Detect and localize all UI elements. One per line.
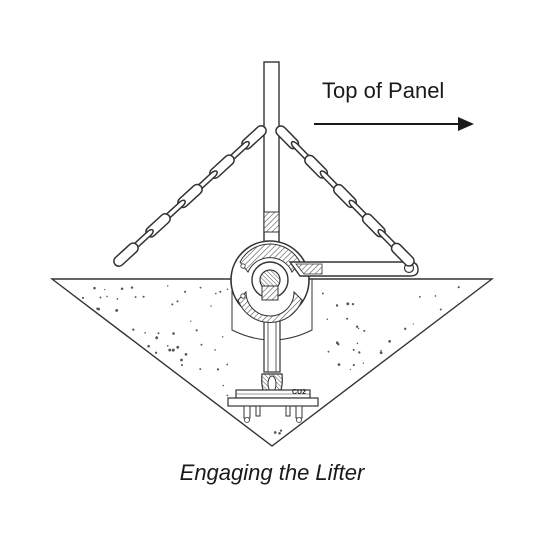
lifter-clutch xyxy=(230,240,310,324)
aggregate-dot xyxy=(379,351,383,355)
lifting-chain-right xyxy=(275,125,415,267)
aggregate-dot xyxy=(168,348,172,352)
aggregate-dot xyxy=(99,296,102,299)
aggregate-dot xyxy=(104,288,106,291)
aggregate-dot xyxy=(176,345,180,349)
aggregate-dot xyxy=(97,307,101,311)
aggregate-dot xyxy=(279,429,283,432)
aggregate-dot xyxy=(380,349,382,352)
aggregate-dot xyxy=(321,292,324,295)
aggregate-dot xyxy=(388,340,391,343)
aggregate-dot xyxy=(176,300,179,303)
aggregate-dot xyxy=(180,364,183,367)
aggregate-dot xyxy=(418,296,421,298)
aggregate-dot xyxy=(81,296,85,300)
aggregate-dot xyxy=(171,303,174,306)
aggregate-dot xyxy=(335,341,339,345)
aggregate-dot xyxy=(199,286,202,289)
aggregate-dot xyxy=(439,308,442,311)
aggregate-dot xyxy=(171,348,175,352)
aggregate-dot xyxy=(226,288,229,291)
aggregate-dot xyxy=(362,362,365,364)
aggregate-dot xyxy=(142,295,145,298)
top-of-panel-label: Top of Panel xyxy=(322,78,445,103)
aggregate-dot xyxy=(274,431,277,434)
aggregate-dot xyxy=(157,332,160,335)
aggregate-dot xyxy=(358,351,361,354)
aggregate-dot xyxy=(457,286,460,289)
aggregate-dot xyxy=(226,394,229,397)
concrete-aggregate xyxy=(81,285,460,435)
aggregate-dot xyxy=(115,308,119,312)
aggregate-dot xyxy=(214,349,216,351)
diagram-caption: Engaging the Lifter xyxy=(179,460,365,485)
aggregate-dot xyxy=(199,368,202,371)
aggregate-dot xyxy=(184,290,187,293)
aggregate-dot xyxy=(134,296,137,299)
aggregate-dot xyxy=(144,332,147,334)
aggregate-dot xyxy=(130,286,134,289)
lifting-chain-left xyxy=(113,125,267,267)
aggregate-dot xyxy=(363,329,366,332)
aggregate-dot xyxy=(154,351,158,354)
aggregate-dot xyxy=(326,318,329,321)
aggregate-dot xyxy=(166,345,169,347)
direction-arrow xyxy=(314,117,474,131)
aggregate-dot xyxy=(221,336,224,338)
aggregate-dot xyxy=(355,325,359,328)
aggregate-dot xyxy=(156,336,158,338)
aggregate-dot xyxy=(190,320,192,322)
aggregate-dot xyxy=(346,302,350,306)
aggregate-dot xyxy=(352,348,355,351)
aggregate-dot xyxy=(147,344,150,348)
aggregate-dot xyxy=(226,363,229,366)
aggregate-dot xyxy=(120,287,124,291)
anchor-marking: CU2 xyxy=(292,389,307,396)
aggregate-dot xyxy=(351,302,355,306)
aggregate-dot xyxy=(132,328,135,331)
aggregate-dot xyxy=(167,285,169,287)
aggregate-dot xyxy=(200,343,203,346)
lifter-handle xyxy=(288,261,419,277)
aggregate-dot xyxy=(346,317,349,320)
aggregate-dot xyxy=(184,353,188,356)
aggregate-dot xyxy=(327,350,330,353)
aggregate-dot xyxy=(106,295,108,298)
aggregate-dot xyxy=(356,342,359,345)
chain-link xyxy=(390,242,415,267)
aggregate-dot xyxy=(412,323,414,325)
lifting-bar xyxy=(263,61,280,243)
aggregate-dot xyxy=(434,295,437,297)
aggregate-dot xyxy=(404,327,407,330)
aggregate-dot xyxy=(357,327,360,330)
aggregate-dot xyxy=(180,358,183,362)
aggregate-dot xyxy=(93,286,96,290)
aggregate-dot xyxy=(195,329,198,332)
aggregate-dot xyxy=(337,363,341,366)
aggregate-dot xyxy=(335,304,339,307)
aggregate-dot xyxy=(219,290,222,293)
chain-link xyxy=(113,242,139,267)
aggregate-dot xyxy=(352,363,355,367)
aggregate-dot xyxy=(116,298,119,300)
aggregate-dot xyxy=(278,431,281,435)
aggregate-dot xyxy=(216,368,220,371)
aggregate-dot xyxy=(172,332,175,335)
aggregate-dot xyxy=(210,305,212,307)
aggregate-dot xyxy=(349,368,352,371)
aggregate-dot xyxy=(214,292,217,295)
aggregate-dot xyxy=(222,384,224,387)
